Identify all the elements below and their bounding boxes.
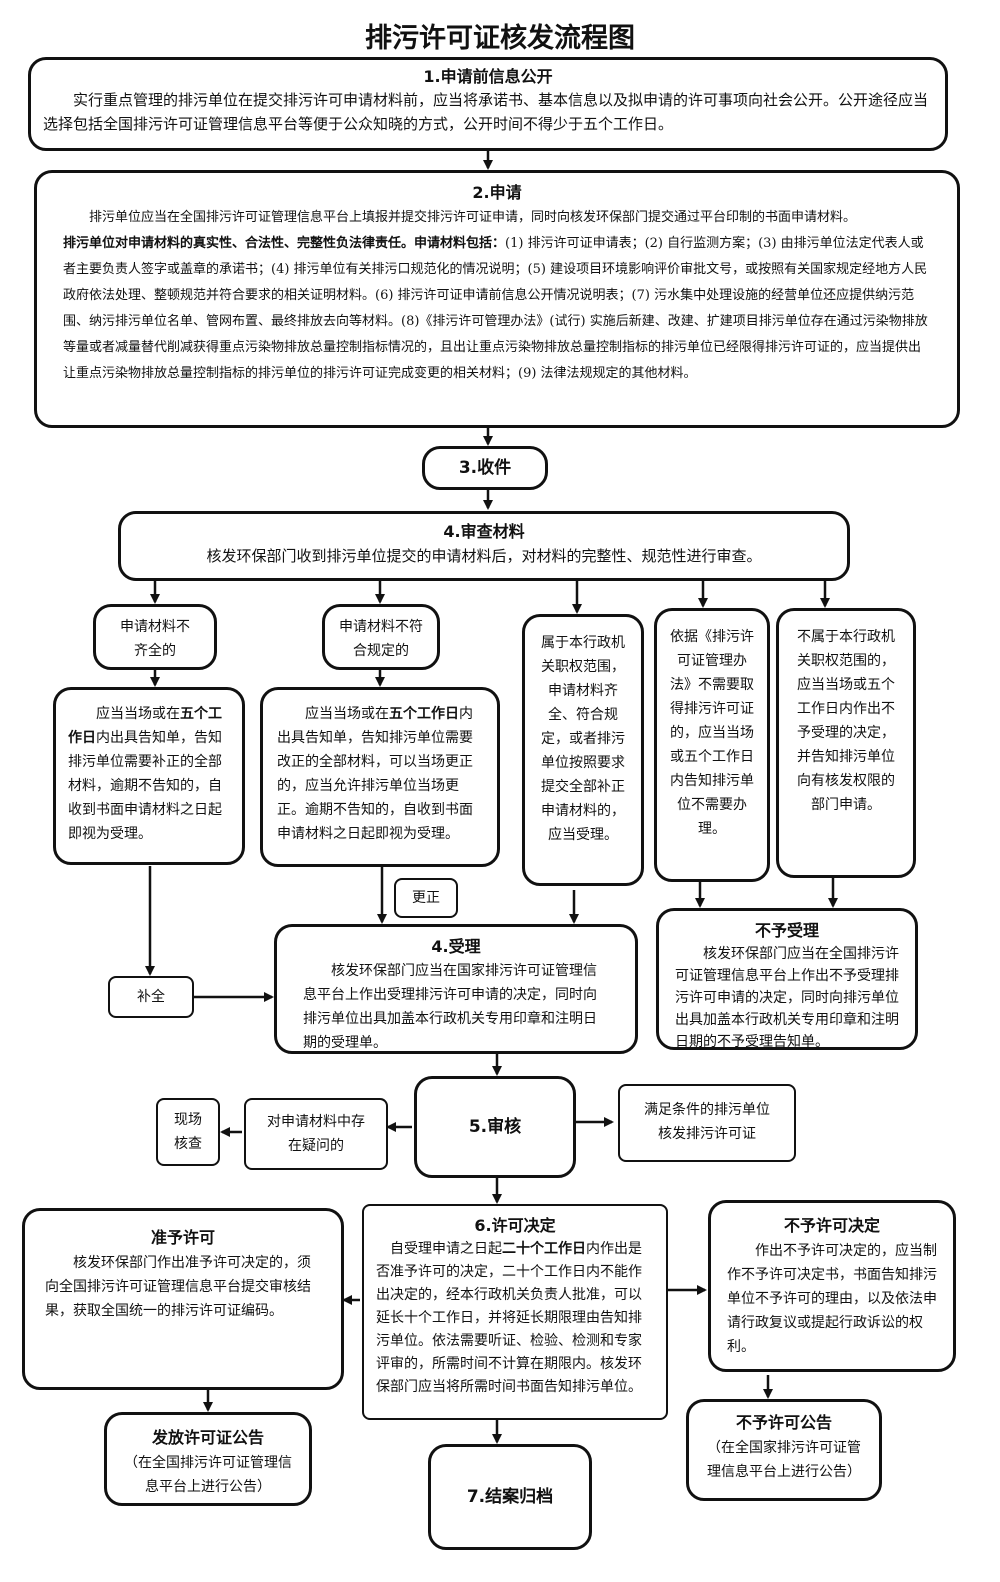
step6-pre: 自受理申请之日起: [390, 1241, 502, 1257]
step1-heading: 1.申请前信息公开: [423, 67, 553, 86]
no-need-text: 依据《排污许可证管理办法》不需要取得排污许可证的，应当当场或五个工作日内告知排污…: [670, 629, 754, 837]
publish-text: （在全国排污许可证管理信息平台上进行公告）: [124, 1455, 292, 1495]
reject-box: 不予受理 核发环保部门应当在全国排污许可证管理信息平台上作出不予受理排污许可申请…: [656, 908, 918, 1050]
step1-text: 实行重点管理的排污单位在提交排污许可申请材料前，应当将承诺书、基本信息以及拟申请…: [43, 91, 929, 133]
accept-cond-box: 属于本行政机关职权范围，申请材料齐全、符合规定，或者排污单位按照要求提交全部补正…: [522, 614, 644, 886]
supplement-label: 补全: [137, 989, 165, 1005]
grant-text: 满足条件的排污单位核发排污许可证: [644, 1102, 770, 1142]
approve-heading: 准予许可: [150, 1228, 215, 1247]
step1-box: 1.申请前信息公开 实行重点管理的排污单位在提交排污许可申请材料前，应当将承诺书…: [28, 57, 948, 151]
grant-box: 满足条件的排污单位核发排污许可证: [618, 1084, 796, 1162]
step7-heading: 7.结案归档: [466, 1487, 554, 1507]
incomplete-detail-box: 应当当场或在五个工作日内出具告知单，告知排污单位需要补正的全部材料，逾期不告知的…: [53, 687, 245, 865]
step2-heading: 2.申请: [472, 183, 522, 202]
incomplete-bold: 五个工作日: [68, 706, 222, 746]
onsite-text: 现场核查: [174, 1112, 202, 1152]
deny-box: 不予许可决定 作出不予许可决定的，应当制作不予许可决定书，书面告知排污单位不予许…: [708, 1200, 956, 1372]
step3-heading: 3.收件: [458, 458, 512, 478]
step6-bold: 二十个工作日: [502, 1241, 586, 1257]
nonconform-post: 内出具告知单，告知排污单位需要改正的全部材料，可以当场更正的，应当允许排污单位当…: [277, 706, 473, 842]
accept-cond-text: 属于本行政机关职权范围，申请材料齐全、符合规定，或者排污单位按照要求提交全部补正…: [541, 635, 625, 843]
doubt-text: 对申请材料中存在疑问的: [267, 1114, 365, 1154]
no-need-box: 依据《排污许可证管理办法》不需要取得排污许可证的，应当当场或五个工作日内告知排污…: [654, 608, 770, 882]
approve-box: 准予许可 核发环保部门作出准予许可决定的，须向全国排污许可证管理信息平台提交审核…: [22, 1208, 344, 1390]
onsite-box: 现场核查: [156, 1098, 220, 1166]
not-scope-box: 不属于本行政机关职权范围的，应当当场或五个工作日内作出不予受理的决定，并告知排污…: [776, 608, 916, 878]
step6-post: 内作出是否准予许可的决定，二十个工作日内不能作出决定的，经本行政机关负责人批准，…: [376, 1241, 642, 1395]
step6-box: 6.许可决定 自受理申请之日起二十个工作日内作出是否准予许可的决定，二十个工作日…: [362, 1204, 668, 1420]
nonconform-pre: 应当当场或在: [305, 706, 389, 722]
step6-heading: 6.许可决定: [474, 1216, 556, 1235]
publish-box: 发放许可证公告 （在全国排污许可证管理信息平台上进行公告）: [104, 1412, 312, 1506]
reject-heading: 不予受理: [754, 921, 819, 940]
nonconform-label: 申请材料不符合规定的: [339, 619, 423, 659]
publish-heading: 发放许可证公告: [151, 1428, 264, 1447]
step4b-heading: 4.受理: [431, 937, 481, 956]
step7-box: 7.结案归档: [428, 1444, 592, 1550]
step5-box: 5.审核: [414, 1076, 576, 1178]
step4a-heading: 4.审查材料: [443, 522, 525, 541]
incomplete-label-box: 申请材料不齐全的: [93, 604, 217, 670]
deny-publish-box: 不予许可公告 （在全国家排污许可证管理信息平台上进行公告）: [686, 1399, 882, 1501]
incomplete-post: 内出具告知单，告知排污单位需要补正的全部材料，逾期不告知的，自收到书面申请材料之…: [68, 730, 222, 842]
step4a-text: 核发环保部门收到排污单位提交的申请材料后，对材料的完整性、规范性进行审查。: [206, 547, 762, 565]
step5-heading: 5.审核: [468, 1117, 522, 1137]
page-title: 排污许可证核发流程图: [365, 23, 635, 54]
correct-label: 更正: [412, 890, 440, 906]
incomplete-pre: 应当当场或在: [96, 706, 180, 722]
incomplete-label: 申请材料不齐全的: [120, 619, 190, 659]
nonconform-bold: 五个工作日: [389, 706, 459, 722]
step4b-box: 4.受理 核发环保部门应当在国家排污许可证管理信息平台上作出受理排污许可申请的决…: [274, 924, 638, 1054]
step2-materials: (1) 排污许可证申请表；(2) 自行监测方案；(3) 由排污单位法定代表人或者…: [63, 236, 928, 381]
step2-box: 2.申请 排污单位应当在全国排污许可证管理信息平台上填报并提交排污许可证申请，同…: [34, 170, 960, 428]
correct-box: 更正: [394, 878, 458, 918]
nonconform-label-box: 申请材料不符合规定的: [322, 604, 440, 670]
nonconform-detail-box: 应当当场或在五个工作日内出具告知单，告知排污单位需要改正的全部材料，可以当场更正…: [260, 687, 500, 867]
deny-text: 作出不予许可决定的，应当制作不予许可决定书，书面告知排污单位不予许可的理由，以及…: [727, 1243, 937, 1355]
reject-text: 核发环保部门应当在全国排污许可证管理信息平台上作出不予受理排污许可申请的决定，同…: [675, 946, 899, 1050]
step2-bold: 排污单位对申请材料的真实性、合法性、完整性负法律责任。申请材料包括：: [63, 236, 506, 251]
deny-publish-text: （在全国家排污许可证管理信息平台上进行公告）: [707, 1440, 861, 1480]
supplement-box: 补全: [108, 976, 194, 1018]
step2-intro: 排污单位应当在全国排污许可证管理信息平台上填报并提交排污许可证申请，同时向核发环…: [89, 210, 857, 225]
not-scope-text: 不属于本行政机关职权范围的，应当当场或五个工作日内作出不予受理的决定，并告知排污…: [797, 629, 895, 813]
doubt-box: 对申请材料中存在疑问的: [244, 1098, 388, 1170]
deny-publish-heading: 不予许可公告: [735, 1413, 832, 1432]
step4a-box: 4.审查材料 核发环保部门收到排污单位提交的申请材料后，对材料的完整性、规范性进…: [118, 511, 850, 581]
deny-heading: 不予许可决定: [783, 1216, 880, 1235]
step4b-text: 核发环保部门应当在国家排污许可证管理信息平台上作出受理排污许可申请的决定，同时向…: [303, 963, 597, 1051]
approve-text: 核发环保部门作出准予许可决定的，须向全国排污许可证管理信息平台提交审核结果，获取…: [45, 1255, 311, 1319]
step3-box: 3.收件: [422, 446, 548, 490]
